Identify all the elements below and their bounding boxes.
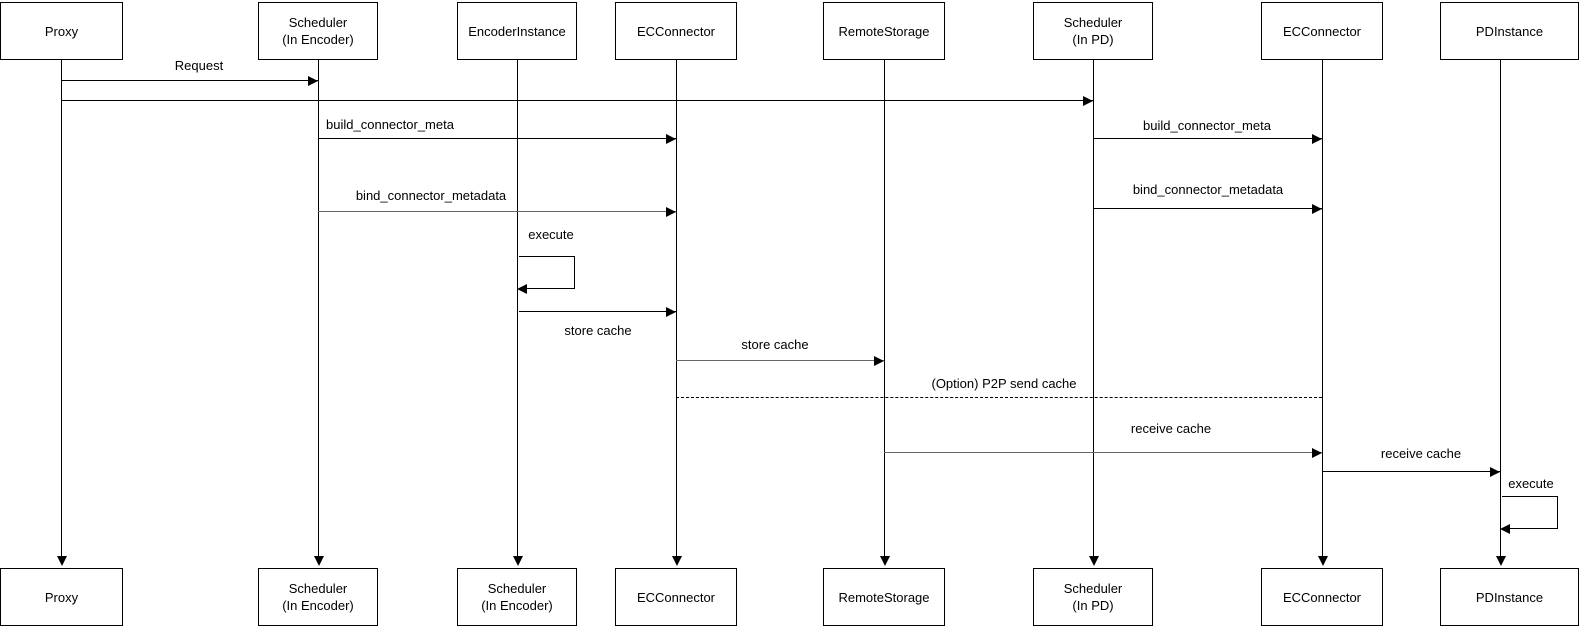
participant-header-ecconnector_b[interactable]: ECConnector: [1261, 2, 1383, 60]
participant-footer-encoder_inst[interactable]: Scheduler (In Encoder): [457, 568, 577, 626]
lifeline-end-arrow-ecconnector_b: [1318, 556, 1328, 566]
message-label-store-cache-to-storage: store cache: [741, 337, 809, 352]
message-line-bind-connector-metadata-encoder[interactable]: [318, 211, 676, 212]
message-line-request[interactable]: [61, 80, 318, 81]
self-loop-execute-encoder[interactable]: [519, 256, 575, 289]
participant-header-scheduler_enc[interactable]: Scheduler (In Encoder): [258, 2, 378, 60]
lifeline-remotestorage: [884, 60, 885, 556]
lifeline-encoder_inst: [517, 60, 518, 556]
participant-header-encoder_inst[interactable]: EncoderInstance: [457, 2, 577, 60]
lifeline-proxy: [61, 60, 62, 556]
lifeline-end-arrow-proxy: [57, 556, 67, 566]
participant-footer-ecconnector_a[interactable]: ECConnector: [615, 568, 737, 626]
participant-footer-scheduler_enc[interactable]: Scheduler (In Encoder): [258, 568, 378, 626]
participant-footer-label-ecconnector_a: ECConnector: [636, 589, 716, 605]
message-arrow-bind-connector-metadata-pd: [1312, 204, 1322, 214]
participant-header-label-remotestorage: RemoteStorage: [838, 23, 930, 39]
message-arrow-request: [308, 76, 318, 86]
participant-footer-pdinstance[interactable]: PDInstance: [1440, 568, 1579, 626]
message-label-receive-cache-to-pdinstance: receive cache: [1380, 446, 1462, 461]
participant-footer-label-proxy: Proxy: [44, 589, 79, 605]
message-arrow-store-cache-to-connector: [666, 307, 676, 317]
participant-header-label-scheduler_enc: Scheduler (In Encoder): [282, 15, 354, 47]
message-line-receive-cache-to-connector[interactable]: [884, 452, 1322, 453]
lifeline-end-arrow-pdinstance: [1496, 556, 1506, 566]
message-arrow-proxy-to-scheduler-pd: [1083, 96, 1093, 106]
lifeline-scheduler_enc: [318, 60, 319, 556]
self-loop-label-execute-pdinstance: execute: [1508, 476, 1554, 491]
message-line-p2p-send-cache[interactable]: [676, 397, 1322, 398]
message-line-receive-cache-to-pdinstance[interactable]: [1322, 471, 1500, 472]
participant-header-proxy[interactable]: Proxy: [0, 2, 123, 60]
message-arrow-build-connector-meta-encoder: [666, 134, 676, 144]
message-label-request: Request: [174, 58, 224, 73]
self-loop-execute-pdinstance[interactable]: [1502, 496, 1558, 529]
message-line-store-cache-to-storage[interactable]: [676, 360, 884, 361]
participant-footer-label-ecconnector_b: ECConnector: [1282, 589, 1362, 605]
participant-header-ecconnector_a[interactable]: ECConnector: [615, 2, 737, 60]
self-loop-arrow-execute-pdinstance: [1500, 524, 1510, 534]
self-loop-arrow-execute-encoder: [517, 284, 527, 294]
participant-header-scheduler_pd[interactable]: Scheduler (In PD): [1033, 2, 1153, 60]
message-label-receive-cache-to-connector: receive cache: [1130, 421, 1212, 436]
participant-footer-label-encoder_inst: Scheduler (In Encoder): [481, 581, 553, 613]
lifeline-end-arrow-ecconnector_a: [672, 556, 682, 566]
participant-header-label-ecconnector_a: ECConnector: [636, 23, 716, 39]
participant-footer-scheduler_pd[interactable]: Scheduler (In PD): [1033, 568, 1153, 626]
message-arrow-build-connector-meta-pd: [1312, 134, 1322, 144]
message-arrow-store-cache-to-storage: [874, 356, 884, 366]
lifeline-end-arrow-scheduler_pd: [1089, 556, 1099, 566]
participant-header-label-pdinstance: PDInstance: [1475, 23, 1544, 39]
participant-footer-remotestorage[interactable]: RemoteStorage: [823, 568, 945, 626]
lifeline-end-arrow-scheduler_enc: [314, 556, 324, 566]
lifeline-ecconnector_b: [1322, 60, 1323, 556]
participant-footer-label-remotestorage: RemoteStorage: [838, 589, 930, 605]
message-label-build-connector-meta-encoder: build_connector_meta: [326, 117, 454, 132]
participant-footer-label-scheduler_enc: Scheduler (In Encoder): [282, 581, 354, 613]
message-label-bind-connector-metadata-pd: bind_connector_metadata: [1132, 182, 1284, 197]
participant-header-label-proxy: Proxy: [44, 23, 79, 39]
participant-header-label-encoder_inst: EncoderInstance: [468, 23, 566, 39]
lifeline-end-arrow-encoder_inst: [513, 556, 523, 566]
participant-footer-ecconnector_b[interactable]: ECConnector: [1261, 568, 1383, 626]
message-line-build-connector-meta-encoder[interactable]: [318, 138, 676, 139]
message-label-bind-connector-metadata-encoder: bind_connector_metadata: [355, 188, 507, 203]
message-line-proxy-to-scheduler-pd[interactable]: [61, 100, 1093, 101]
participant-header-pdinstance[interactable]: PDInstance: [1440, 2, 1579, 60]
message-arrow-receive-cache-to-connector: [1312, 448, 1322, 458]
lifeline-pdinstance: [1500, 60, 1501, 556]
lifeline-ecconnector_a: [676, 60, 677, 556]
message-label-p2p-send-cache: (Option) P2P send cache: [931, 376, 1077, 391]
lifeline-scheduler_pd: [1093, 60, 1094, 556]
message-line-build-connector-meta-pd[interactable]: [1093, 138, 1322, 139]
lifeline-end-arrow-remotestorage: [880, 556, 890, 566]
participant-header-remotestorage[interactable]: RemoteStorage: [823, 2, 945, 60]
participant-footer-proxy[interactable]: Proxy: [0, 568, 123, 626]
message-arrow-bind-connector-metadata-encoder: [666, 207, 676, 217]
participant-footer-label-pdinstance: PDInstance: [1475, 589, 1544, 605]
message-label-store-cache-to-connector: store cache: [564, 323, 632, 338]
message-line-store-cache-to-connector[interactable]: [519, 311, 676, 312]
participant-footer-label-scheduler_pd: Scheduler (In PD): [1063, 581, 1123, 613]
message-line-bind-connector-metadata-pd[interactable]: [1093, 208, 1322, 209]
participant-header-label-ecconnector_b: ECConnector: [1282, 23, 1362, 39]
message-arrow-receive-cache-to-pdinstance: [1490, 467, 1500, 477]
self-loop-label-execute-encoder: execute: [528, 227, 574, 242]
message-label-build-connector-meta-pd: build_connector_meta: [1143, 118, 1271, 133]
participant-header-label-scheduler_pd: Scheduler (In PD): [1063, 15, 1123, 47]
